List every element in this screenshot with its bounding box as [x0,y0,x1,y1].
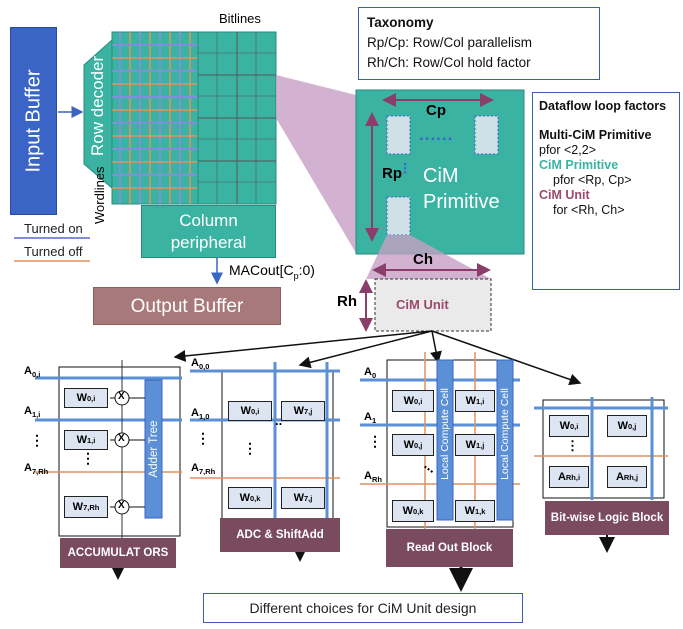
u1-w-vdots: ⋮ [81,450,95,466]
u3-local-compute-cell-2: Local Compute Cell [499,388,511,480]
caption-box: Different choices for CiM Unit design [203,593,523,623]
rp-label: Rp [382,165,402,182]
cim-primitive-label: CiM Primitive [423,165,500,213]
u4-bitwise-logic-block: Bit-wise Logic Block [545,501,669,535]
u2-w-vdots: ⋮ [243,440,257,456]
u2-a0: A0,0 [191,357,210,372]
u2-a7: A7,Rh [191,462,216,477]
dataflow-title: Dataflow loop factors [539,99,667,113]
dataflow-unit: CiM Unit [539,188,590,202]
macout-main: MACout[C [229,262,294,278]
macout-label: MACout[Cp:0) [229,262,315,281]
u1-accumulators-block: ACCUMULAT ORS [60,538,176,568]
taxonomy-line-1: Rp/Cp: Row/Col parallelism [367,35,533,50]
macout-sub: p [293,270,299,281]
cp-label: Cp [426,102,446,119]
u3-arh: ARh [364,470,382,485]
dataflow-unit-for: for <Rh, Ch> [553,203,625,217]
u2-adc-shiftadd-block: ADC & ShiftAdd [220,518,340,552]
u2-vdots: ⋮ [196,430,210,446]
u2-a1: A1,0 [191,407,210,422]
taxonomy-line-2: Rh/Ch: Row/Col hold factor [367,55,531,70]
legend-turned-on: Turned on [24,221,83,236]
primitive-hdots: ...... [419,125,454,144]
u3-a0: A0 [364,366,377,381]
cim-unit-box [374,278,492,332]
input-buffer: Input Buffer [10,27,57,215]
row-decoder-label: Row decoder [88,55,107,156]
wordlines-label: Wordlines [92,166,107,224]
taxonomy-box: Taxonomy Rp/Cp: Row/Col parallelism Rh/C… [358,7,600,80]
u3-local-compute-cell-1: Local Compute Cell [439,388,451,480]
dataflow-prim-pfor: pfor <Rp, Cp> [553,173,632,187]
dataflow-prim: CiM Primitive [539,158,619,172]
primitive-cell-tr [474,115,499,155]
u3-a1: A1 [364,411,377,426]
ch-label: Ch [413,251,433,268]
unit-to-design-arrows [173,330,582,386]
u2-dots: .. [275,413,283,428]
rh-label: Rh [337,293,357,310]
u1-a0: A0,i [24,365,41,380]
wordlines [112,44,198,189]
u1-adder-tree-label: Adder Tree [148,420,160,478]
macout-tail: :0) [298,262,315,278]
dataflow-multi: Multi-CiM Primitive [539,128,652,142]
u1-mult-7: X [118,500,125,511]
u3-readout-block: Read Out Block [386,529,513,567]
u1-vdots: ⋮ [30,432,44,448]
u1-mult-1: X [118,433,125,444]
cim-unit-label: CiM Unit [396,297,449,312]
bitlines-label: Bitlines [219,11,261,26]
dataflow-box: Dataflow loop factors Multi-CiM Primitiv… [532,92,680,290]
taxonomy-title: Taxonomy [367,15,434,30]
u4-vdots: ⋮ [566,438,579,453]
zoom-projection-primitive [276,75,356,253]
primitive-vdots: ... [400,162,417,175]
u3-vdots: ⋮ [368,433,382,449]
column-peripheral-label: Column peripheral [170,210,247,252]
column-peripheral: Column peripheral [141,205,276,258]
dataflow-multi-pfor: pfor <2,2> [539,143,596,157]
legend-turned-off: Turned off [24,244,83,259]
primitive-grid-lines [198,32,276,204]
u1-a1: A1,i [24,405,41,420]
primitive-cell-bl [386,196,411,236]
u1-mult-0: X [118,391,125,402]
u1-a7: A7,Rh [24,462,49,477]
primitive-cell-tl [386,115,411,155]
output-buffer: Output Buffer [93,287,281,325]
